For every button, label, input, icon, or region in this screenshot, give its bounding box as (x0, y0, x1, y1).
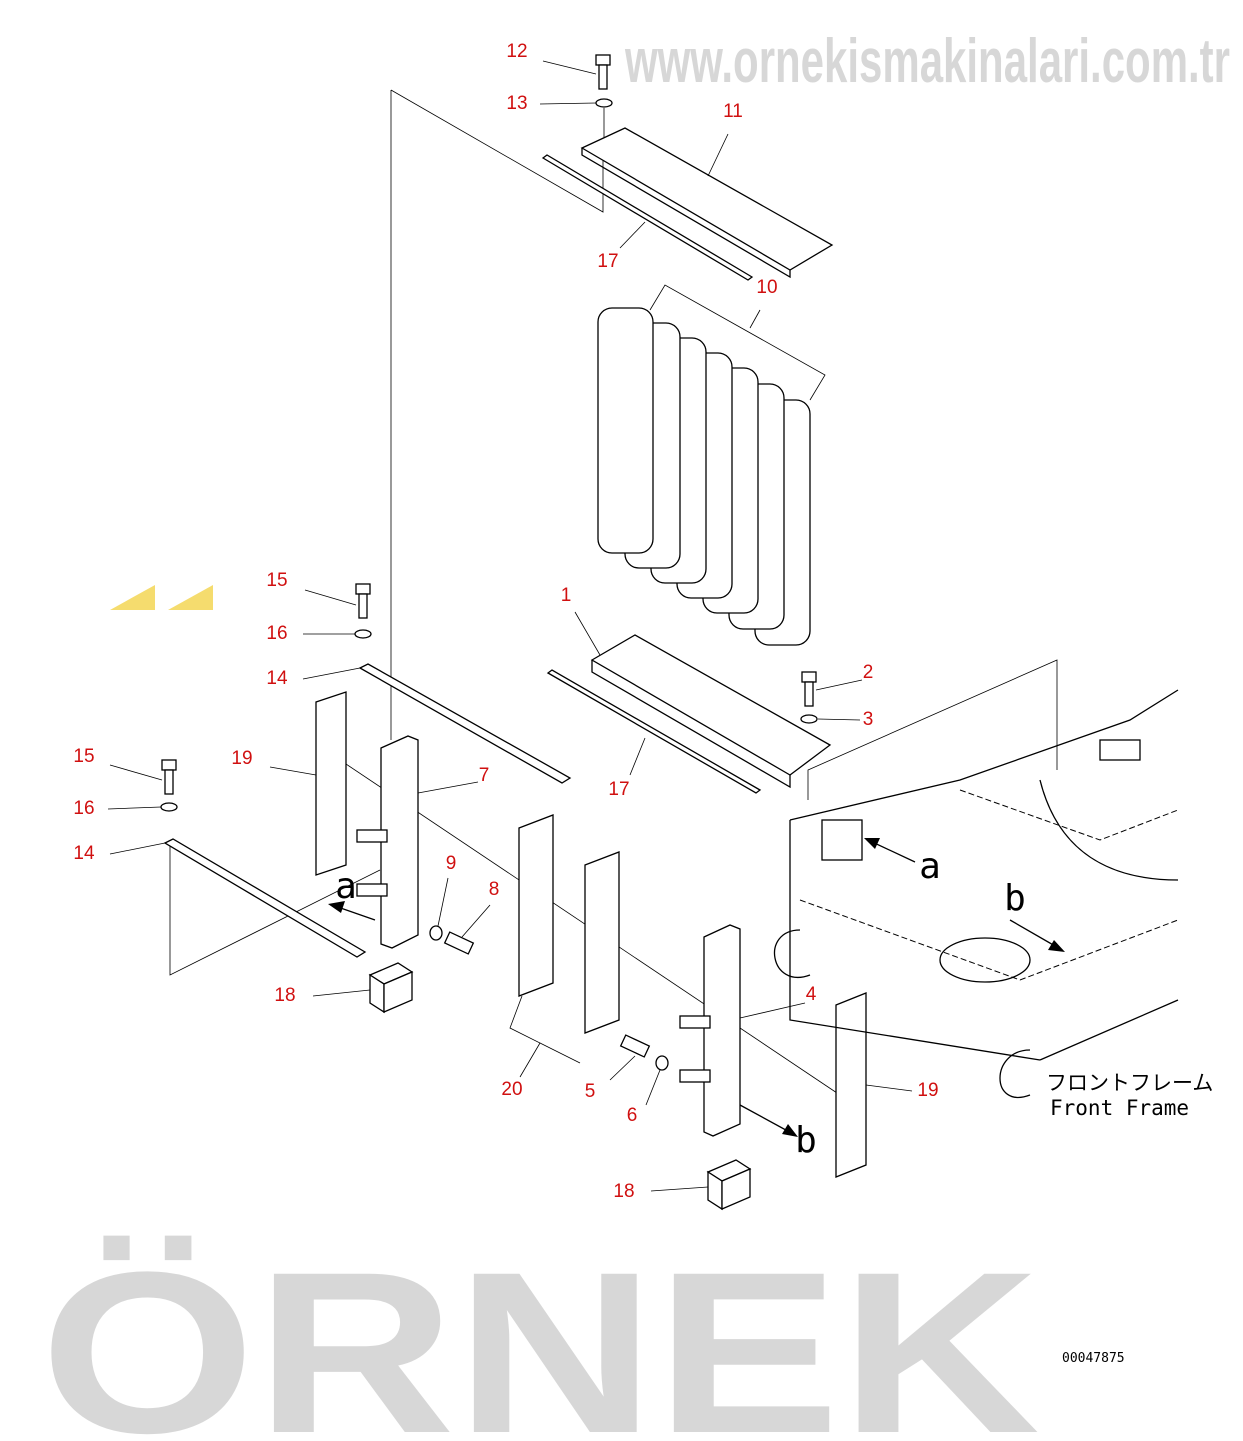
callout-18: 18 (274, 985, 295, 1006)
view-letters: a b a b (335, 846, 1026, 1161)
bar-14-upper (358, 663, 572, 784)
view-letter-b: b (795, 1120, 817, 1161)
callout-17: 17 (608, 779, 629, 800)
callout-4: 4 (806, 984, 817, 1005)
callout-15: 15 (266, 570, 287, 591)
pad-19-left (315, 691, 347, 876)
callout-6: 6 (627, 1105, 638, 1126)
bracket-4 (703, 924, 741, 1137)
callout-13: 13 (506, 93, 527, 114)
callout-9: 9 (446, 853, 457, 874)
callout-8: 8 (489, 879, 500, 900)
block-18-left (368, 962, 414, 1014)
callout-14: 14 (73, 843, 95, 864)
watermark-accent (168, 585, 213, 610)
callout-16: 16 (73, 798, 94, 819)
bolt-15-upper (354, 583, 372, 639)
callout-7: 7 (479, 765, 490, 786)
callout-14: 14 (266, 668, 288, 689)
pad-20-a (518, 814, 554, 997)
watermark-brand: ÖRNEK (40, 1224, 1040, 1441)
fasteners (429, 925, 669, 1071)
bracket-tab (679, 1015, 711, 1029)
watermark-url: www.ornekismakinalari.com.tr (624, 27, 1230, 96)
callout-19: 19 (917, 1080, 938, 1101)
callout-2: 2 (863, 662, 874, 683)
callout-10: 10 (756, 277, 777, 298)
cover-11 (580, 127, 834, 271)
callout-12: 12 (506, 41, 527, 62)
callout-15: 15 (73, 746, 94, 767)
bracket-tab (356, 883, 388, 897)
drawing-number: 00047875 (1062, 1351, 1125, 1366)
block-18-right (706, 1159, 752, 1211)
bolt-2 (800, 671, 818, 724)
callout-11: 11 (723, 101, 743, 122)
callout-1: 1 (561, 585, 572, 606)
leader-lines (107, 60, 913, 1192)
bolt-15-lower (160, 759, 178, 812)
watermark-accents (110, 585, 213, 610)
callout-19: 19 (231, 748, 252, 769)
bracket-7 (380, 735, 419, 949)
callout-18: 18 (613, 1181, 634, 1202)
pad-20-b (584, 851, 620, 1034)
front-frame (773, 689, 1179, 1098)
view-letter-b: b (1004, 878, 1026, 919)
callout-5: 5 (585, 1081, 596, 1102)
callout-3: 3 (863, 709, 874, 730)
seal-17-top (541, 154, 754, 281)
seal-17-lower (546, 669, 762, 794)
bolt-12 (595, 54, 613, 140)
tray-1 (590, 634, 832, 776)
view-letter-a: a (335, 866, 357, 907)
front-frame-label-en: Front Frame (1050, 1096, 1189, 1120)
front-frame-label-jp: フロントフレーム (1046, 1071, 1213, 1095)
bracket-tab (356, 829, 388, 843)
panels-10 (597, 284, 826, 646)
callout-17: 17 (597, 251, 618, 272)
pad-19-right (835, 992, 867, 1178)
bracket-tab (679, 1069, 711, 1083)
callouts: 12 13 11 17 10 1 2 3 15 16 14 19 7 17 15… (73, 41, 938, 1202)
watermark: ÖRNEK www.ornekismakinalari.com.tr (40, 27, 1230, 1441)
callout-16: 16 (266, 623, 287, 644)
view-arrows (328, 838, 1065, 1137)
view-letter-a: a (919, 846, 941, 887)
bar-14-lower (163, 838, 367, 958)
callout-20: 20 (501, 1079, 522, 1100)
watermark-accent (110, 585, 155, 610)
